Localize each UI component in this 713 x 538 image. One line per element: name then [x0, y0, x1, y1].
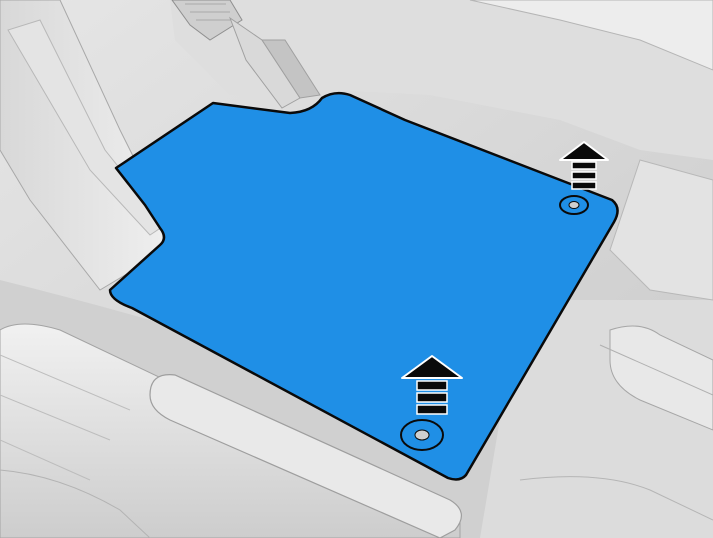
mat-fastener-front: [401, 420, 443, 450]
mat-fastener-rear: [560, 196, 588, 214]
